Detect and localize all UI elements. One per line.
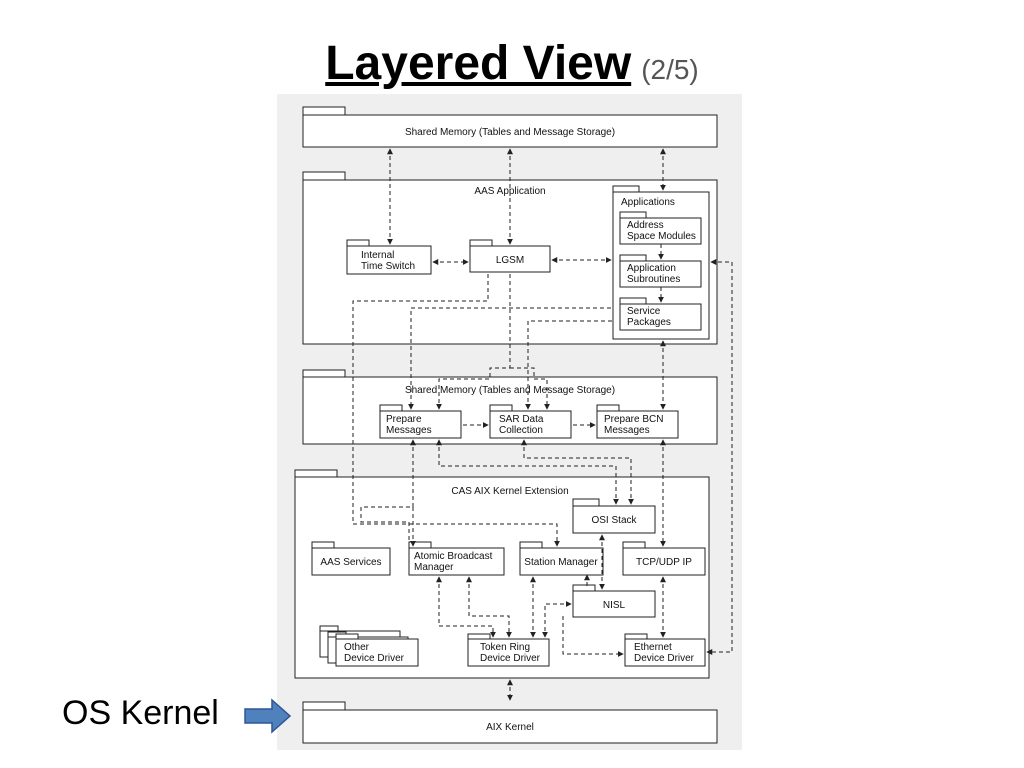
osi-stack-box: OSI Stack <box>572 498 656 534</box>
title-subtitle: (2/5) <box>641 54 699 85</box>
service-packages-box: Service Packages <box>619 297 702 331</box>
osi-stack-label: OSI Stack <box>591 515 637 526</box>
address-space-modules-line1: Address <box>627 220 664 231</box>
atomic-broadcast-manager-line1: Atomic Broadcast <box>414 551 493 562</box>
applications-label: Applications <box>621 197 675 208</box>
prepare-bcn-messages-box: Prepare BCN Messages <box>596 404 679 439</box>
aas-services-label: AAS Services <box>320 557 381 568</box>
service-packages-line2: Packages <box>627 317 671 328</box>
application-subroutines-line2: Subroutines <box>627 274 680 285</box>
ethernet-device-driver-box: Ethernet Device Driver <box>624 633 706 667</box>
shared-memory-mid-label: Shared Memory (Tables and Message Storag… <box>405 385 615 396</box>
shared-memory-top-package: Shared Memory (Tables and Message Storag… <box>302 106 718 148</box>
lgsm-box: LGSM <box>469 239 551 273</box>
internal-time-switch-box: Internal Time Switch <box>346 239 432 275</box>
tcp-udp-ip-label: TCP/UDP IP <box>636 557 692 568</box>
sar-data-collection-box: SAR Data Collection <box>489 404 572 439</box>
dependency-arrows <box>352 148 733 701</box>
application-subroutines-box: Application Subroutines <box>619 254 702 288</box>
atomic-broadcast-manager-box: Atomic Broadcast Manager <box>408 541 505 576</box>
layered-architecture-diagram: Shared Memory (Tables and Message Storag… <box>277 94 742 750</box>
service-packages-line1: Service <box>627 306 661 317</box>
title-main: Layered View <box>325 37 632 90</box>
aas-services-box: AAS Services <box>311 541 391 576</box>
nisl-label: NISL <box>603 600 626 611</box>
internal-time-switch-line1: Internal <box>361 250 394 261</box>
shared-memory-top-label: Shared Memory (Tables and Message Storag… <box>405 127 615 138</box>
internal-time-switch-line2: Time Switch <box>361 261 415 272</box>
sar-data-collection-line2: Collection <box>499 425 543 436</box>
application-subroutines-line1: Application <box>627 263 676 274</box>
token-ring-device-driver-line2: Device Driver <box>480 653 541 664</box>
prepare-bcn-messages-line2: Messages <box>604 425 650 436</box>
other-device-driver-line2: Device Driver <box>344 653 405 664</box>
aix-kernel-package: AIX Kernel <box>302 701 718 744</box>
other-device-driver-line1: Other <box>344 642 370 653</box>
station-manager-box: Station Manager <box>519 541 604 576</box>
token-ring-device-driver-box: Token Ring Device Driver <box>467 633 550 667</box>
address-space-modules-line2: Space Modules <box>627 231 696 242</box>
station-manager-label: Station Manager <box>524 557 598 568</box>
os-kernel-label: OS Kernel <box>62 694 219 732</box>
ethernet-device-driver-line1: Ethernet <box>634 642 672 653</box>
prepare-messages-line1: Prepare <box>386 414 422 425</box>
lgsm-label: LGSM <box>496 255 524 266</box>
atomic-broadcast-manager-line2: Manager <box>414 562 454 573</box>
right-arrow-icon <box>244 698 292 734</box>
prepare-messages-line2: Messages <box>386 425 432 436</box>
sar-data-collection-line1: SAR Data <box>499 414 544 425</box>
ethernet-device-driver-line2: Device Driver <box>634 653 695 664</box>
aix-kernel-label: AIX Kernel <box>486 722 534 733</box>
other-device-driver-stack: Other Device Driver <box>319 625 419 667</box>
slide-title: Layered View (2/5) <box>0 36 1024 91</box>
prepare-bcn-messages-line1: Prepare BCN <box>604 414 663 425</box>
cas-aix-kernel-extension-label: CAS AIX Kernel Extension <box>451 486 568 497</box>
token-ring-device-driver-line1: Token Ring <box>480 642 530 653</box>
nisl-box: NISL <box>572 584 656 618</box>
prepare-messages-box: Prepare Messages <box>379 404 462 439</box>
tcp-udp-ip-box: TCP/UDP IP <box>622 541 706 576</box>
